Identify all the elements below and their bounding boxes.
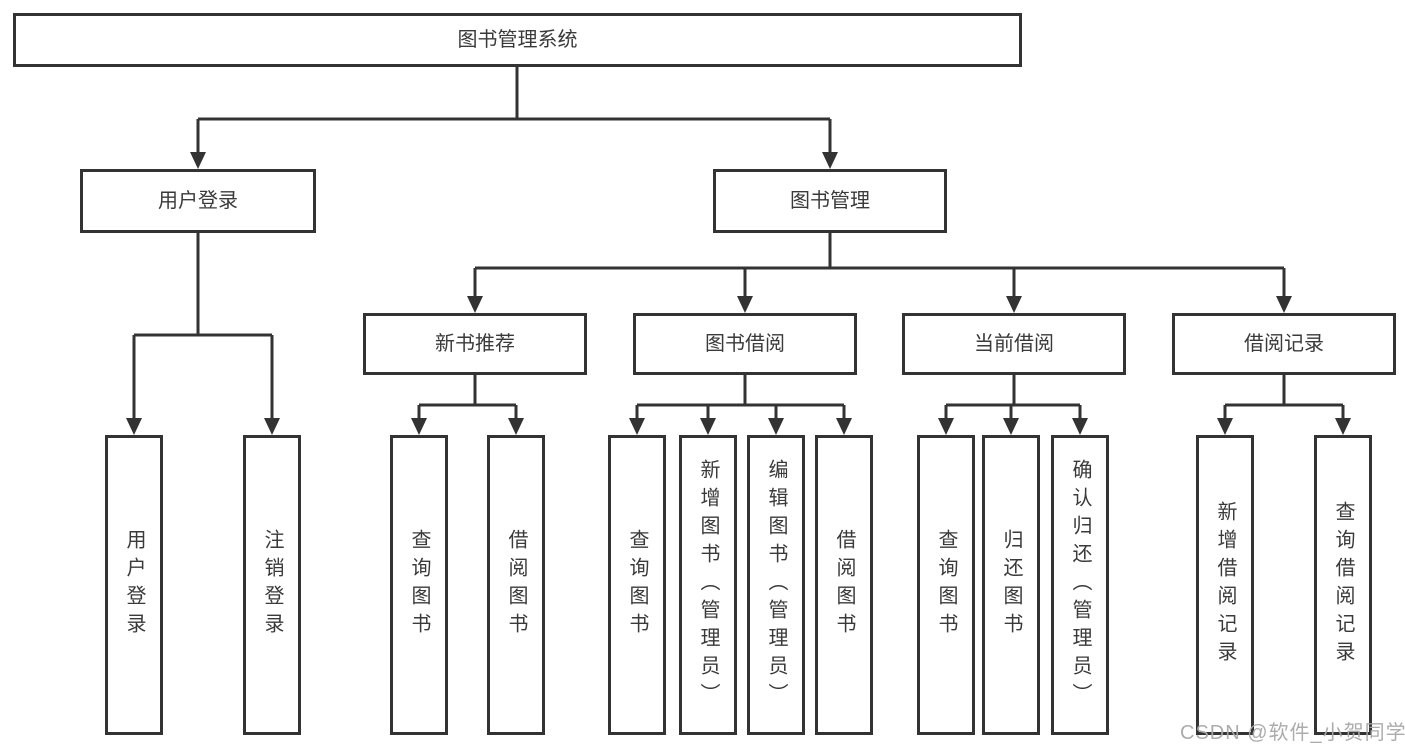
leaf-query-books-recommend-label: 查询图书 bbox=[408, 529, 430, 641]
leaf-query-borrow-record-label: 查询借阅记录 bbox=[1332, 501, 1354, 669]
node-current-borrowing: 当前借阅 bbox=[902, 313, 1126, 375]
node-user-login-label: 用户登录 bbox=[158, 190, 238, 212]
leaf-query-books-borrowing-label: 查询图书 bbox=[626, 529, 648, 641]
node-root-label: 图书管理系统 bbox=[457, 29, 578, 51]
leaf-logout: 注销登录 bbox=[243, 435, 301, 735]
node-book-management: 图书管理 bbox=[713, 169, 947, 233]
node-borrowing-records: 借阅记录 bbox=[1172, 313, 1396, 375]
leaf-borrow-books-label: 借阅图书 bbox=[833, 529, 855, 641]
leaf-add-books-admin-label: 新增图书（管理员） bbox=[697, 459, 719, 711]
leaf-return-books: 归还图书 bbox=[982, 435, 1040, 735]
node-new-book-recommendation: 新书推荐 bbox=[363, 313, 587, 375]
arrowheads bbox=[126, 152, 1351, 435]
leaf-user-login: 用户登录 bbox=[105, 435, 163, 735]
leaf-add-books-admin: 新增图书（管理员） bbox=[679, 435, 737, 735]
leaf-add-borrow-record-label: 新增借阅记录 bbox=[1214, 501, 1236, 669]
leaf-edit-books-admin: 编辑图书（管理员） bbox=[747, 435, 805, 735]
node-book-management-label: 图书管理 bbox=[790, 190, 870, 212]
leaf-query-books-current-label: 查询图书 bbox=[935, 529, 957, 641]
node-new-book-recommendation-label: 新书推荐 bbox=[435, 333, 515, 355]
leaf-logout-label: 注销登录 bbox=[261, 529, 283, 641]
leaf-borrow-books: 借阅图书 bbox=[815, 435, 873, 735]
leaf-borrow-books-recommend-label: 借阅图书 bbox=[505, 529, 527, 641]
leaf-query-books-recommend: 查询图书 bbox=[390, 435, 448, 735]
node-borrowing-records-label: 借阅记录 bbox=[1244, 333, 1324, 355]
leaf-confirm-return-admin: 确认归还（管理员） bbox=[1051, 435, 1109, 735]
leaf-borrow-books-recommend: 借阅图书 bbox=[487, 435, 545, 735]
node-book-borrowing-label: 图书借阅 bbox=[705, 333, 785, 355]
leaf-return-books-label: 归还图书 bbox=[1000, 529, 1022, 641]
leaf-add-borrow-record: 新增借阅记录 bbox=[1196, 435, 1254, 735]
leaf-edit-books-admin-label: 编辑图书（管理员） bbox=[765, 459, 787, 711]
leaf-query-books-current: 查询图书 bbox=[917, 435, 975, 735]
node-user-login: 用户登录 bbox=[80, 169, 316, 233]
node-book-borrowing: 图书借阅 bbox=[633, 313, 857, 375]
leaf-query-books-borrowing: 查询图书 bbox=[608, 435, 666, 735]
leaf-confirm-return-admin-label: 确认归还（管理员） bbox=[1069, 459, 1091, 711]
node-root: 图书管理系统 bbox=[13, 13, 1022, 67]
leaf-query-borrow-record: 查询借阅记录 bbox=[1314, 435, 1372, 735]
node-current-borrowing-label: 当前借阅 bbox=[974, 333, 1054, 355]
leaf-user-login-label: 用户登录 bbox=[123, 529, 145, 641]
csdn-watermark: CSDN @软件_小贺同学 bbox=[1180, 722, 1405, 744]
